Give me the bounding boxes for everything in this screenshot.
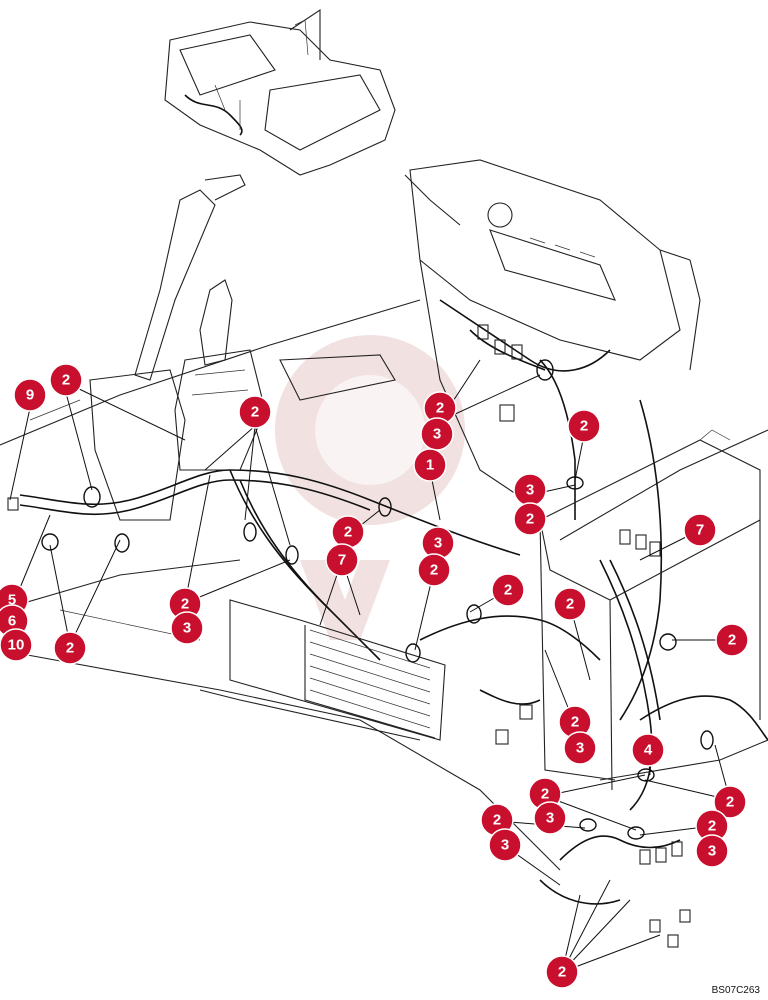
callout-marker — [695, 834, 729, 868]
callout-marker — [53, 631, 87, 665]
harness-clamps — [41, 359, 714, 840]
callout: 3 — [420, 417, 454, 451]
battery-box-illustration — [539, 429, 761, 791]
callout-label: 3 — [183, 620, 191, 637]
callout-label: 3 — [708, 843, 716, 860]
right-console-illustration — [404, 159, 701, 511]
callout: 2 — [695, 809, 729, 843]
callout: 2 — [713, 785, 747, 819]
callout-label: 2 — [430, 562, 438, 579]
callout: 2 — [553, 587, 587, 621]
callout: 7 — [683, 513, 717, 547]
callout-label: 1 — [426, 457, 434, 474]
callout-label: 2 — [493, 812, 501, 829]
callout: 3 — [170, 611, 204, 645]
callout-marker — [715, 623, 749, 657]
callout-label: 2 — [181, 596, 189, 613]
callout-label: 3 — [576, 740, 584, 757]
callout-label: 2 — [504, 582, 512, 599]
callout: 2 — [331, 515, 365, 549]
callout-label: 2 — [726, 794, 734, 811]
drawing-code: BS07C263 — [711, 985, 760, 996]
callout-label: 2 — [728, 632, 736, 649]
callout: 3 — [513, 473, 547, 507]
callout-marker — [325, 543, 359, 577]
callout-marker — [631, 733, 665, 767]
connector-blocks — [7, 324, 691, 948]
callout-label: 7 — [338, 552, 346, 569]
callout-label: 3 — [526, 482, 534, 499]
callout-label: 2 — [62, 372, 70, 389]
callout: 2 — [491, 573, 525, 607]
callout-label: 2 — [566, 596, 574, 613]
callout-label: 2 — [558, 964, 566, 981]
callout-label: 10 — [8, 637, 25, 654]
callout: 9 — [13, 378, 47, 412]
callout-label: 2 — [541, 786, 549, 803]
callout-label: 2 — [580, 418, 588, 435]
callout: 2 — [417, 553, 451, 587]
callout: 2 — [423, 391, 457, 425]
callout: 7 — [325, 543, 359, 577]
callout-label: 5 — [8, 592, 16, 609]
callout: 3 — [488, 828, 522, 862]
callout-label: 9 — [26, 387, 34, 404]
callout: 3 — [533, 801, 567, 835]
callout: 2 — [567, 409, 601, 443]
callout: 3 — [563, 731, 597, 765]
callout: 2 — [545, 955, 579, 989]
leader-lines — [9, 359, 731, 973]
callout: 1 — [413, 448, 447, 482]
callout-marker — [513, 502, 547, 536]
callout-label: 4 — [644, 742, 653, 759]
callout-marker — [170, 611, 204, 645]
callout-marker — [545, 955, 579, 989]
callout-marker — [563, 731, 597, 765]
callout-label: 3 — [501, 837, 509, 854]
callout-label: 2 — [708, 818, 716, 835]
callout: 2 — [49, 363, 83, 397]
base-frame-outline — [0, 299, 768, 871]
callout: 2 — [53, 631, 87, 665]
callout-label: 2 — [571, 714, 579, 731]
callout-marker — [683, 513, 717, 547]
callout-label: 2 — [436, 400, 444, 417]
callout: 2 — [513, 502, 547, 536]
callout-label: 2 — [526, 511, 534, 528]
callout-label: 3 — [433, 426, 441, 443]
callout-marker — [13, 378, 47, 412]
callout-marker — [488, 828, 522, 862]
callout-marker — [413, 448, 447, 482]
callout-label: 3 — [434, 535, 442, 552]
callout-label: 2 — [251, 404, 259, 421]
callout: 10 — [0, 628, 33, 662]
callout-label: 6 — [8, 613, 16, 630]
callout-marker — [49, 363, 83, 397]
callout: 2 — [715, 623, 749, 657]
callout-label: 2 — [66, 640, 74, 657]
cab-seat-illustration — [164, 8, 396, 176]
callout-marker — [567, 409, 601, 443]
callout-label: 3 — [546, 810, 554, 827]
callout: 3 — [421, 526, 455, 560]
main-harness — [19, 299, 768, 905]
radiator-grille-illustration — [229, 599, 446, 741]
callout-marker — [553, 587, 587, 621]
callout: 2 — [238, 395, 272, 429]
callouts: 9 2 2 2 3 2 1 3 2 2 7 3 7 2 5 6 10 2 2 3… — [0, 363, 749, 989]
callout: 4 — [631, 733, 665, 767]
callout-marker — [417, 553, 451, 587]
watermark-logo — [275, 335, 465, 640]
callout-marker — [491, 573, 525, 607]
callout-label: 7 — [696, 522, 704, 539]
callout-marker — [533, 801, 567, 835]
callout-marker — [0, 628, 33, 662]
callout-label: 2 — [344, 524, 352, 541]
callout-marker — [238, 395, 272, 429]
callout-marker — [713, 785, 747, 819]
callout: 3 — [695, 834, 729, 868]
